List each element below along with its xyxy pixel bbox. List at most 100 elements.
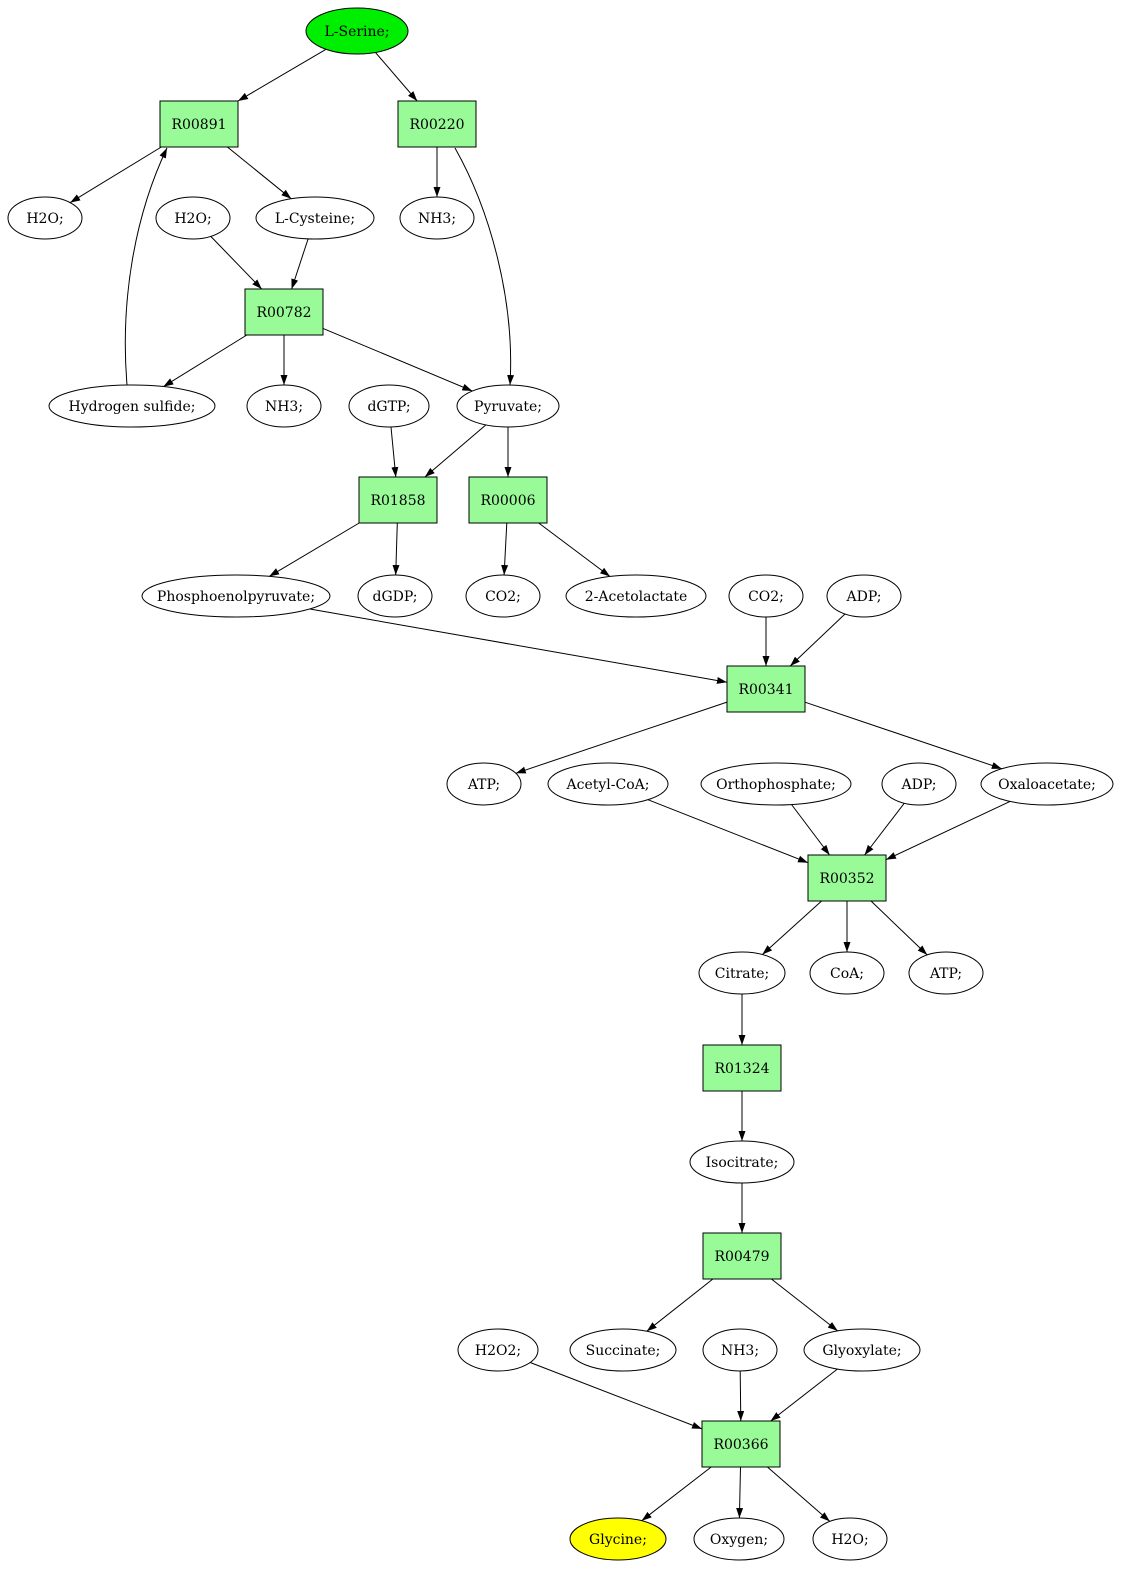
compound-ellipse <box>803 1328 921 1372</box>
node-acetylcoa: Acetyl-CoA; <box>547 762 669 806</box>
edge-r00006-to-acetolactate <box>538 522 611 577</box>
compound-ellipse <box>141 574 331 618</box>
node-label: ATP; <box>929 966 962 982</box>
node-label: Isocitrate; <box>706 1155 779 1171</box>
node-glyoxylate: Glyoxylate; <box>803 1328 921 1372</box>
reaction-box <box>807 854 887 902</box>
node-oxygen: Oxygen; <box>693 1517 785 1561</box>
node-label: Orthophosphate; <box>716 777 836 793</box>
edge-r00891-to-h2o-a <box>69 146 162 204</box>
node-label: H2O; <box>26 211 63 227</box>
edge-pep-to-r00341 <box>309 608 728 684</box>
compound-ellipse <box>826 574 902 618</box>
node-label: NH3; <box>265 399 303 415</box>
compound-ellipse <box>812 1517 888 1561</box>
node-label: R01858 <box>370 493 425 509</box>
compound-ellipse <box>7 196 83 240</box>
edge-r00366-to-h2o-c <box>767 1466 831 1522</box>
node-label: Acetyl-CoA; <box>566 777 650 793</box>
node-dgdp: dGDP; <box>357 574 433 618</box>
node-glycine: Glycine; <box>569 1517 667 1561</box>
node-h2s: Hydrogen sulfide; <box>48 384 216 428</box>
node-succinate: Succinate; <box>569 1328 677 1372</box>
compound-ellipse <box>348 384 430 428</box>
node-isocitrate: Isocitrate; <box>689 1140 795 1184</box>
reaction-box <box>244 288 324 336</box>
edge-serine-to-r00891 <box>237 48 327 102</box>
reaction-box <box>701 1420 781 1468</box>
edge-pyruvate-to-r01858 <box>424 424 487 478</box>
node-label: Phosphoenolpyruvate; <box>157 589 315 605</box>
node-pep: Phosphoenolpyruvate; <box>141 574 331 618</box>
node-oxaloacetate: Oxaloacetate; <box>980 762 1114 806</box>
node-r00479: R00479 <box>702 1232 782 1280</box>
compound-ellipse <box>702 1328 778 1372</box>
node-r00782: R00782 <box>244 288 324 336</box>
node-label: NH3; <box>418 211 456 227</box>
node-label: CO2; <box>485 589 521 605</box>
edge-orthophosphate-to-r00352 <box>791 804 830 856</box>
node-r01324: R01324 <box>702 1044 782 1092</box>
compound-ellipse <box>980 762 1114 806</box>
edge-r00479-to-succinate <box>646 1278 714 1332</box>
compound-ellipse <box>155 196 231 240</box>
edge-oxaloacetate-to-r00352 <box>885 800 1011 861</box>
node-atp-b: ATP; <box>908 951 984 995</box>
node-h2o-c: H2O; <box>812 1517 888 1561</box>
edge-nh3-c-to-r00366 <box>737 1370 745 1422</box>
edge-r00341-to-oxaloacetate <box>804 701 1002 770</box>
compound-ellipse <box>700 762 852 806</box>
node-label: Glyoxylate; <box>822 1343 901 1359</box>
edge-r00479-to-glyoxylate <box>771 1278 839 1332</box>
compound-ellipse <box>465 574 541 618</box>
node-acetolactate: 2-Acetolactate <box>565 574 707 618</box>
node-label: R00006 <box>480 493 535 509</box>
edge-r00782-to-h2s <box>163 334 248 388</box>
edge-layer <box>69 48 1011 1522</box>
edge-r00782-to-pyruvate <box>322 327 473 392</box>
edge-adp-b-to-r00352 <box>864 802 905 856</box>
compound-ellipse <box>456 384 560 428</box>
edge-r00366-to-glycine <box>641 1466 712 1522</box>
compound-ellipse <box>569 1328 677 1372</box>
node-label: Citrate; <box>715 966 769 982</box>
node-nh3-b: NH3; <box>246 384 322 428</box>
node-r00366: R00366 <box>701 1420 781 1468</box>
compound-ellipse <box>305 7 409 55</box>
compound-ellipse <box>357 574 433 618</box>
node-label: L-Serine; <box>324 24 389 40</box>
compound-ellipse <box>728 574 804 618</box>
edge-h2s-to-r00891 <box>124 147 168 386</box>
node-r00891: R00891 <box>159 100 239 148</box>
compound-ellipse <box>565 574 707 618</box>
node-label: Succinate; <box>586 1343 661 1359</box>
node-h2o2: H2O2; <box>457 1328 539 1372</box>
reaction-box <box>159 100 239 148</box>
node-label: Oxaloacetate; <box>998 777 1096 793</box>
edge-cysteine-to-r00782 <box>291 238 309 290</box>
compound-ellipse <box>246 384 322 428</box>
edge-r01858-to-pep <box>268 522 360 577</box>
node-h2o-a: H2O; <box>7 196 83 240</box>
node-label: H2O; <box>831 1532 868 1548</box>
node-serine: L-Serine; <box>305 7 409 55</box>
node-label: R00341 <box>738 682 793 698</box>
reaction-box <box>358 476 438 524</box>
node-label: R00220 <box>409 117 464 133</box>
node-atp-a: ATP; <box>446 762 522 806</box>
node-citrate: Citrate; <box>698 951 786 995</box>
compound-ellipse <box>457 1328 539 1372</box>
node-label: ADP; <box>901 777 937 793</box>
node-label: dGTP; <box>367 399 410 415</box>
node-r00006: R00006 <box>468 476 548 524</box>
node-pyruvate: Pyruvate; <box>456 384 560 428</box>
node-label: NH3; <box>721 1343 759 1359</box>
node-adp-a: ADP; <box>826 574 902 618</box>
edge-dgtp-to-r01858 <box>390 426 399 478</box>
edge-glyoxylate-to-r00366 <box>770 1368 838 1422</box>
compound-ellipse <box>693 1517 785 1561</box>
node-label: R00352 <box>819 871 874 887</box>
node-label: Glycine; <box>589 1532 647 1548</box>
